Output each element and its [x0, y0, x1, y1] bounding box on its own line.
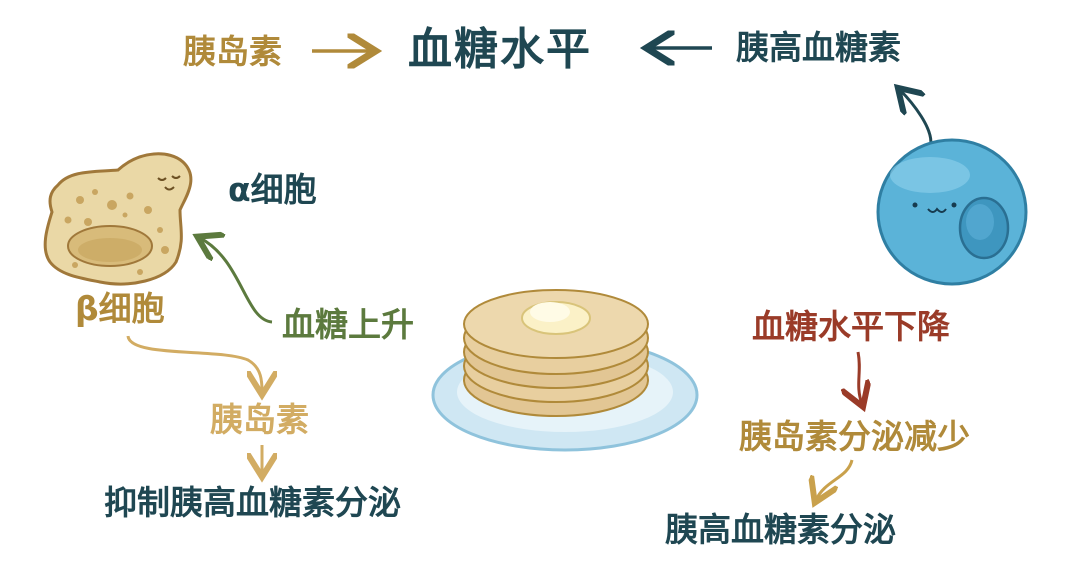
- beta-cell-icon: [43, 152, 193, 286]
- blood-sugar-fall-label: 血糖水平下降: [752, 307, 950, 346]
- insulin-reduce-label: 胰岛素分泌减少: [739, 417, 970, 456]
- top-insulin-label: 胰岛素: [183, 32, 282, 71]
- arrow-rise-to-alpha: [200, 238, 273, 324]
- inhibit-glucagon-label: 抑制胰高血糖素分泌: [104, 483, 401, 522]
- alpha-cell-icon: [876, 90, 1028, 286]
- arrow-fall-to-insulin: [858, 351, 862, 404]
- alpha-cell-label: α细胞: [228, 170, 317, 209]
- top-glucagon-label: 胰高血糖素: [736, 28, 901, 67]
- pancake-stack-icon: [431, 289, 699, 452]
- glucagon-secretion-label: 胰高血糖素分泌: [665, 510, 896, 549]
- beta-cell-label: β细胞: [75, 289, 165, 328]
- left-insulin-label: 胰岛素: [210, 400, 309, 439]
- page-title: 血糖水平: [408, 24, 592, 75]
- arrow-beta-to-insulin: [126, 335, 262, 392]
- arrow-insulin-to-glucagon: [816, 459, 854, 500]
- blood-sugar-rise-label: 血糖上升: [282, 305, 414, 344]
